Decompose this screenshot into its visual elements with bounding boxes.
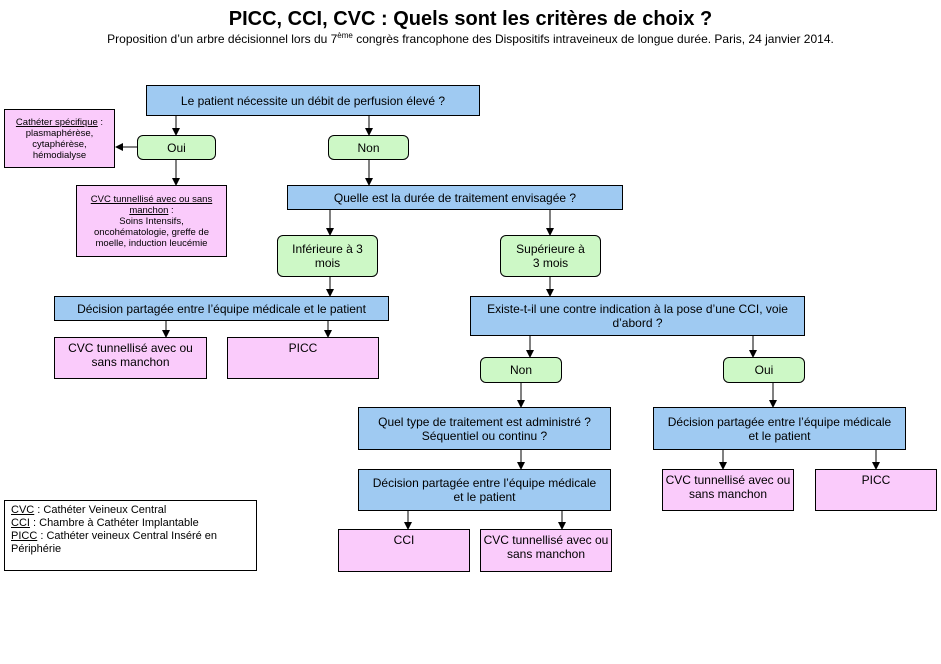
answer-superieure-3-mois: Supérieure à 3 mois bbox=[500, 235, 601, 277]
decision-partagee-bottom: Décision partagée entre l’équipe médical… bbox=[358, 469, 611, 511]
catheter-specifique-title: Cathéter spécifique bbox=[15, 116, 98, 128]
cvc-tunnellise-indications-text: Soins Intensifs, oncohématologie, greffe… bbox=[94, 215, 209, 249]
legend-item-cci: CCI : Chambre à Cathéter Implantable bbox=[11, 517, 250, 530]
subtitle-superscript: ème bbox=[337, 31, 353, 40]
answer-non-debit: Non bbox=[328, 135, 409, 160]
result-picc-left: PICC bbox=[227, 337, 379, 379]
page-subtitle: Proposition d’un arbre décisionnel lors … bbox=[0, 31, 941, 46]
cvc-tunnellise-indications-box: CVC tunnellisé avec ou sans manchon : So… bbox=[76, 185, 227, 257]
legend-item-picc: PICC : Cathéter veineux Central Inséré e… bbox=[11, 530, 250, 556]
answer-oui-debit: Oui bbox=[137, 135, 216, 160]
decision-partagee-left: Décision partagée entre l’équipe médical… bbox=[54, 296, 389, 321]
question-contre-indication-cci: Existe-t-il une contre indication à la p… bbox=[470, 296, 805, 336]
legend-item-cvc: CVC : Cathéter Veineux Central bbox=[11, 504, 250, 517]
cvc-tunnellise-indications-sep: : bbox=[168, 204, 174, 216]
answer-inferieure-3-mois: Inférieure à 3 mois bbox=[277, 235, 378, 277]
decision-partagee-right: Décision partagée entre l’équipe médical… bbox=[653, 407, 906, 450]
result-picc-right: PICC bbox=[815, 469, 937, 511]
legend-abbr-cvc: CVC bbox=[11, 504, 35, 516]
question-type-traitement: Quel type de traitement est administré ?… bbox=[358, 407, 611, 450]
answer-oui-contre-indication: Oui bbox=[723, 357, 805, 383]
result-cvc-tunnellise-right: CVC tunnellisé avec ou sans manchon bbox=[662, 469, 794, 511]
question-debit-perfusion: Le patient nécessite un débit de perfusi… bbox=[146, 85, 480, 116]
page-title: PICC, CCI, CVC : Quels sont les critères… bbox=[228, 8, 713, 30]
legend-text-picc: : Cathéter veineux Central Inséré en Pér… bbox=[11, 530, 218, 555]
subtitle-text-before: Proposition d’un arbre décisionnel lors … bbox=[107, 32, 338, 46]
catheter-specifique-text: plasmaphérèse, cytaphérèse, hémodialyse bbox=[25, 127, 94, 161]
question-duree-traitement: Quelle est la durée de traitement envisa… bbox=[287, 185, 623, 210]
legend-abbr-cci: CCI bbox=[11, 517, 30, 529]
legend-abbr-picc: PICC bbox=[11, 530, 38, 542]
cvc-tunnellise-indications-title: CVC tunnellisé avec ou sans manchon bbox=[90, 193, 213, 216]
subtitle-text-after: congrès francophone des Dispositifs intr… bbox=[352, 32, 834, 46]
legend-text-cvc: : Cathéter Veineux Central bbox=[34, 504, 167, 516]
abbreviation-legend: CVC : Cathéter Veineux Central CCI : Cha… bbox=[4, 500, 257, 571]
result-cci: CCI bbox=[338, 529, 470, 572]
catheter-specifique-box: Cathéter spécifique : plasmaphérèse, cyt… bbox=[4, 109, 115, 168]
answer-non-contre-indication: Non bbox=[480, 357, 562, 383]
result-cvc-tunnellise-bottom: CVC tunnellisé avec ou sans manchon bbox=[480, 529, 612, 572]
result-cvc-tunnellise-left: CVC tunnellisé avec ou sans manchon bbox=[54, 337, 207, 379]
legend-text-cci: : Chambre à Cathéter Implantable bbox=[29, 517, 199, 529]
catheter-specifique-sep: : bbox=[97, 116, 104, 128]
